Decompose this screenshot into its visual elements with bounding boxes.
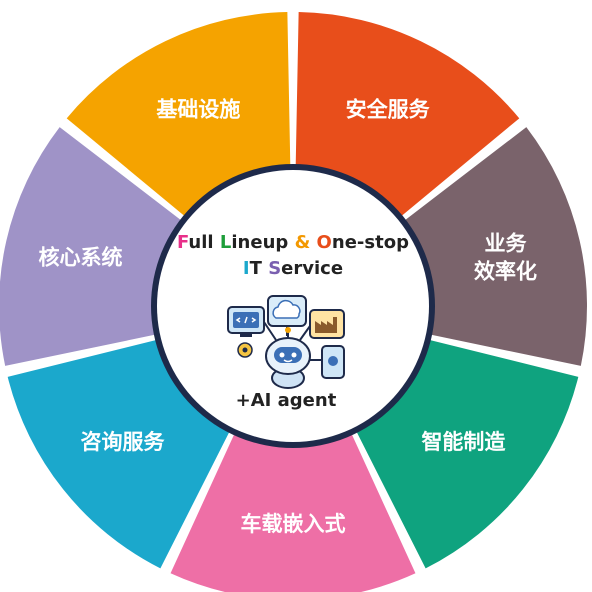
robot-icon (265, 327, 311, 389)
segment-security (295, 12, 520, 231)
ai-agent-label: +AI agent (236, 390, 337, 411)
segment-label-consulting: 咨询服务 (81, 430, 166, 454)
segment-efficiency (386, 127, 587, 366)
gear-icon (237, 342, 253, 358)
segment-infra (66, 12, 291, 231)
segment-core (0, 127, 200, 366)
hub-subtitle: IT Service (243, 258, 343, 279)
segment-label-security: 安全服务 (346, 98, 431, 122)
segment-label-infra: 基础设施 (156, 98, 240, 122)
ai-agent-illustration (227, 295, 345, 389)
code-monitor-icon (227, 306, 265, 337)
factory-icon (309, 309, 345, 339)
hub-title: Full Lineup & One-stop (177, 232, 409, 253)
segment-embedded (170, 413, 416, 592)
segment-label-core: 核心系统 (38, 245, 122, 269)
device-icon (321, 345, 345, 379)
segment-label-embedded: 车载嵌入式 (241, 512, 346, 536)
segment-label-efficiency: 业务效率化 (474, 231, 537, 283)
cloud-icon (267, 295, 307, 327)
segment-label-manufacturing: 智能制造 (421, 430, 506, 454)
